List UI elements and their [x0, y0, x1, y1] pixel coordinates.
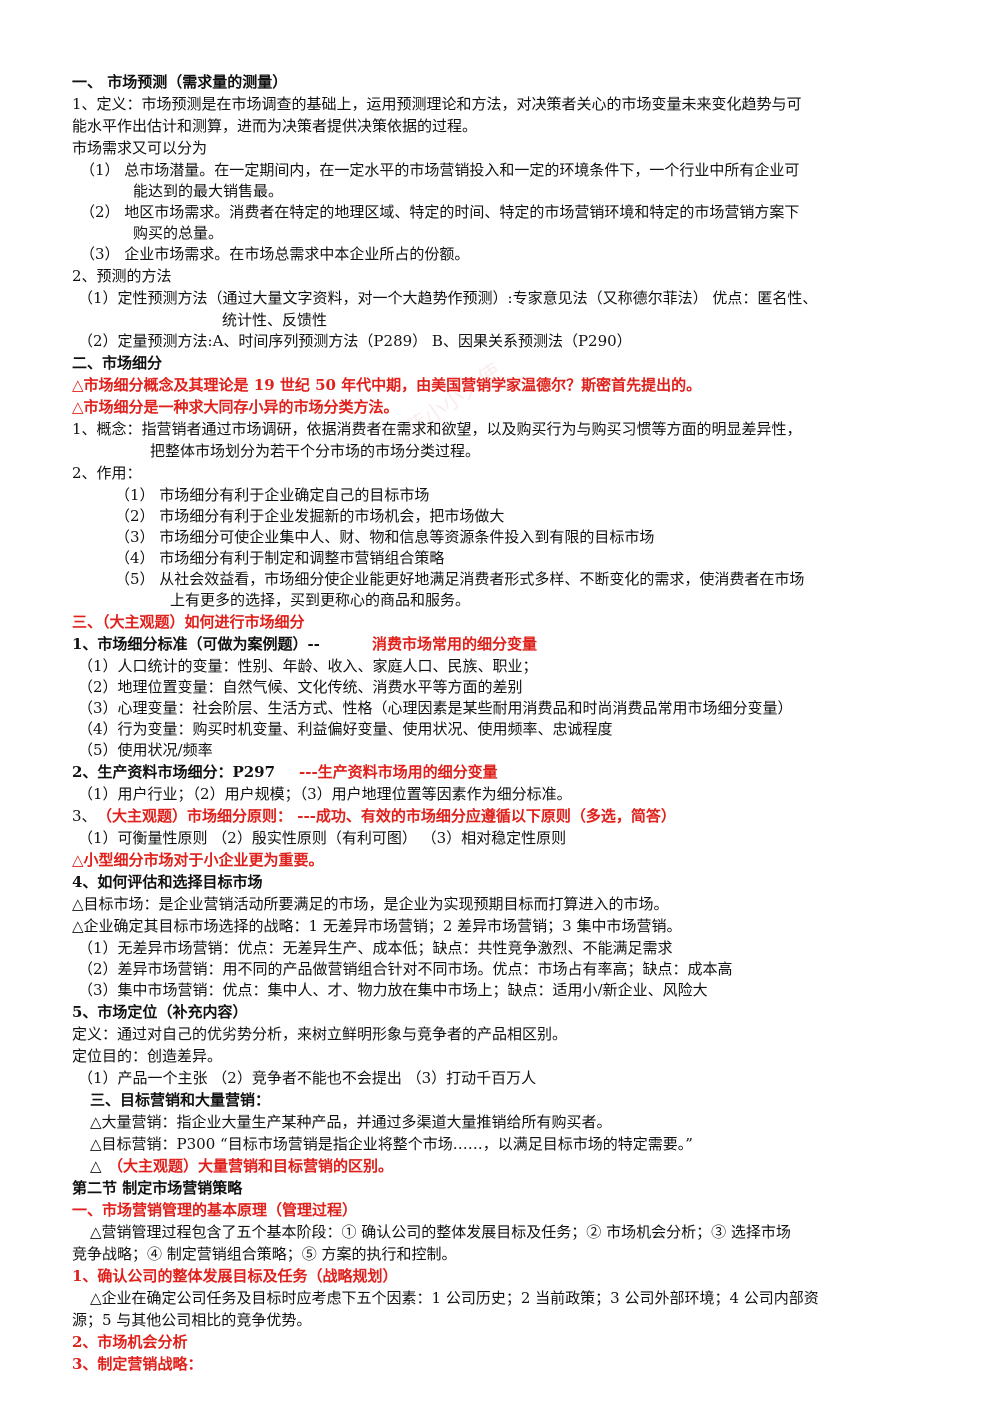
- text-line-l34: （1）用户行业；（2）用户规模；（3）用户地理位置等因素作为细分标准。: [78, 785, 572, 803]
- text-line-l16: △市场细分是一种求大同存小异的市场分类方法。: [72, 398, 399, 416]
- text-line-l36: （1）可衡量性原则 （2）殷实性原则（有利可图） （3）相对稳定性原则: [78, 829, 567, 847]
- text-line-l12: 统计性、反馈性: [222, 311, 328, 329]
- text-line-l57: △企业在确定公司任务及目标时应考虑下五个因素：1 公司历史；2 当前政策；3 公…: [90, 1289, 819, 1307]
- text-line-l45: 定义：通过对自己的优劣势分析，来树立鲜明形象与竞争者的产品相区别。: [72, 1025, 568, 1043]
- text-line-l9: （3） 企业市场需求。在市场总需求中本企业所占的份额。: [80, 245, 470, 263]
- text-line-l39: △目标市场：是企业营销活动所要满足的市场，是企业为实现预期目标而打算进入的市场。: [72, 895, 669, 913]
- text-line-l49: △大量营销：指企业大量生产某种产品，并通过多渠道大量推销给所有购买者。: [90, 1113, 612, 1131]
- text-line-l18: 把整体市场划分为若干个分市场的市场分类过程。: [150, 442, 481, 460]
- text-line-l54: △营销管理过程包含了五个基本阶段：① 确认公司的整体发展目标及任务；② 市场机会…: [90, 1223, 791, 1241]
- text-line-l31: （4）行为变量：购买时机变量、利益偏好变量、使用状况、使用频率、忠诚程度: [78, 720, 613, 738]
- text-line-l21: （2） 市场细分有利于企业发掘新的市场机会，把市场做大: [115, 507, 505, 525]
- text-line-l28: （1）人口统计的变量：性别、年龄、收入、家庭人口、民族、职业；: [78, 657, 538, 675]
- text-line-l19: 2、作用：: [72, 464, 142, 482]
- text-line-l51: （大主观题）大量营销和目标营销的区别。: [108, 1157, 394, 1175]
- text-line-l27: 1、市场细分标准（可做为案例题）--: [72, 635, 320, 653]
- text-line-l13: （2）定量预测方法:A、时间序列预测方法（P289） B、因果关系预测法（P29…: [78, 332, 632, 350]
- text-line-l11: （1）定性预测方法（通过大量文字资料，对一个大趋势作预测）:专家意见法（又称德尔…: [78, 289, 818, 307]
- text-line-l51a: △: [90, 1157, 102, 1175]
- text-line-l17: 1、概念：指营销者通过市场调研，依据消费者在需求和欲望，以及购买行为与购买习惯等…: [72, 420, 802, 438]
- text-line-l14: 二、市场细分: [72, 354, 163, 372]
- text-line-l59: 2、市场机会分析: [72, 1333, 188, 1351]
- text-line-l26: 三、（大主观题）如何进行市场细分: [72, 613, 305, 631]
- text-line-l58: 源；5 与其他公司相比的竞争优势。: [72, 1311, 312, 1329]
- text-line-l46: 定位目的：创造差异。: [72, 1047, 223, 1065]
- text-line-l37: △小型细分市场对于小企业更为重要。: [72, 851, 324, 869]
- text-line-l22: （3） 市场细分可使企业集中人、财、物和信息等资源条件投入到有限的目标市场: [115, 528, 655, 546]
- text-line-l5: （1） 总市场潜量。在一定期间内，在一定水平的市场营销投入和一定的环境条件下，一…: [80, 161, 800, 179]
- text-line-l33: 2、生产资料市场细分：P297: [72, 763, 276, 781]
- text-line-l50: △目标营销：P300 “目标市场营销是指企业将整个市场……，以满足目标市场的特定…: [90, 1135, 693, 1153]
- text-line-l1: 一、 市场预测（需求量的测量）: [72, 73, 288, 91]
- text-line-l44: 5、市场定位（补充内容）: [72, 1003, 248, 1021]
- text-line-l40: △企业确定其目标市场选择的战略：1 无差异市场营销；2 差异市场营销；3 集中市…: [72, 917, 682, 935]
- text-line-l23: （4） 市场细分有利于制定和调整市营销组合策略: [115, 549, 445, 567]
- text-line-l7: （2） 地区市场需求。消费者在特定的地理区域、特定的时间、特定的市场营销环境和特…: [80, 203, 800, 221]
- text-line-l60: 3、制定营销战略：: [72, 1355, 203, 1373]
- text-line-l15: △市场细分概念及其理论是 19 世纪 50 年代中期，由美国营销学家温德尔？斯密…: [72, 376, 702, 394]
- text-line-l10: 2、预测的方法: [72, 267, 172, 285]
- text-line-l55: 竞争战略；④ 制定营销组合策略；⑤ 方案的执行和控制。: [72, 1245, 457, 1263]
- text-line-l3: 能水平作出估计和测算，进而为决策者提供决策依据的过程。: [72, 117, 478, 135]
- text-line-l2: 1、定义：市场预测是在市场调查的基础上，运用预测理论和方法，对决策者关心的市场变…: [72, 95, 802, 113]
- text-line-l35a: 3、: [72, 807, 97, 825]
- text-line-l32: （5）使用状况/频率: [78, 741, 213, 759]
- text-line-l27r: 消费市场常用的细分变量: [372, 635, 538, 653]
- text-line-l20: （1） 市场细分有利于企业确定自己的目标市场: [115, 486, 430, 504]
- text-line-l43: （3）集中市场营销：优点：集中人、才、物力放在集中市场上；缺点：适用小/新企业、…: [78, 981, 708, 999]
- text-line-l53: 一、市场营销管理的基本原理（管理过程）: [72, 1201, 358, 1219]
- text-line-l24: （5） 从社会效益看，市场细分使企业能更好地满足消费者形式多样、不断变化的需求，…: [115, 570, 805, 588]
- text-line-l35: （大主观题）市场细分原则： ---成功、有效的市场细分应遵循以下原则（多选，简答…: [97, 807, 676, 825]
- text-line-l6: 能达到的最大销售最。: [133, 182, 284, 200]
- text-line-l33r: ---生产资料市场用的细分变量: [299, 763, 498, 781]
- text-line-l41: （1）无差异市场营销：优点：无差异生产、成本低；缺点：共性竞争激烈、不能满足需求: [78, 939, 673, 957]
- text-line-l38: 4、如何评估和选择目标市场: [72, 873, 263, 891]
- text-line-l8: 购买的总量。: [133, 224, 224, 242]
- text-line-l47: （1）产品一个主张 （2）竞争者不能也不会提出 （3）打动千百万人: [78, 1069, 537, 1087]
- text-line-l48: 三、目标营销和大量营销：: [90, 1091, 271, 1109]
- text-line-l52: 第二节 制定市场营销策略: [72, 1179, 243, 1197]
- text-line-l30: （3）心理变量：社会阶层、生活方式、性格（心理因素是某些耐用消费品和时尚消费品常…: [78, 699, 793, 717]
- text-line-l25: 上有更多的选择，买到更称心的商品和服务。: [170, 591, 471, 609]
- text-line-l56: 1、确认公司的整体发展目标及任务（战略规划）: [72, 1267, 398, 1285]
- text-line-l4: 市场需求又可以分为: [72, 139, 208, 157]
- text-line-l29: （2）地理位置变量：自然气候、文化传统、消费水平等方面的差别: [78, 678, 523, 696]
- text-line-l42: （2）差异市场营销：用不同的产品做营销组合针对不同市场。优点：市场占有率高；缺点…: [78, 960, 733, 978]
